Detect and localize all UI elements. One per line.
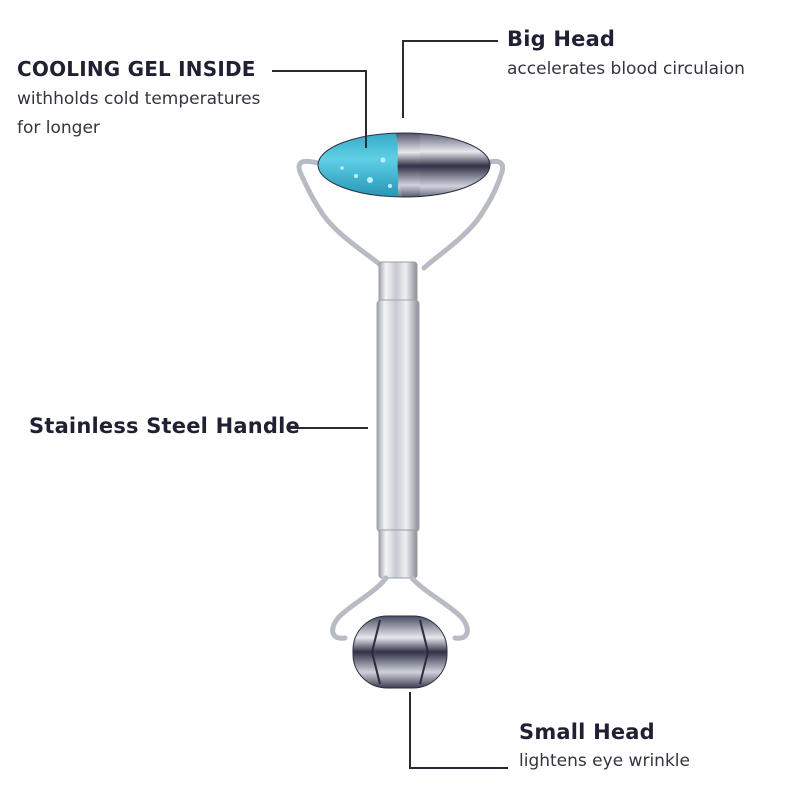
stainless-steel-handle [376,299,420,533]
cooling-gel-desc-line2: for longer [17,118,100,138]
handle-callout: Stainless Steel Handle [29,414,300,438]
big-head-leader [402,40,498,118]
big-head-roller [317,132,491,198]
handle-collar-bottom [378,529,418,579]
handle-collar-top [378,261,418,303]
small-head-roller [352,615,448,689]
cooling-gel-desc-line1: withholds cold temperatures [17,89,261,109]
big-head-desc: accelerates blood circulaion [507,59,745,79]
upper-frame-wire [296,158,387,271]
big-head-callout: Big Head accelerates blood circulaion [507,27,745,84]
cooling-gel-section [318,133,410,197]
small-head-desc: lightens eye wrinkle [519,751,690,771]
small-head-leader [409,692,508,769]
cooling-gel-callout: COOLING GEL INSIDE withholds cold temper… [17,57,260,143]
small-head-callout: Small Head lightens eye wrinkle [519,720,690,776]
lower-frame-wire [330,575,389,641]
small-head-title: Small Head [519,720,655,744]
handle-title: Stainless Steel Handle [29,414,300,438]
cooling-gel-leader [272,70,367,148]
leader-lines [272,40,508,769]
cooling-gel-title: COOLING GEL INSIDE [17,57,256,81]
big-head-title: Big Head [507,27,616,51]
